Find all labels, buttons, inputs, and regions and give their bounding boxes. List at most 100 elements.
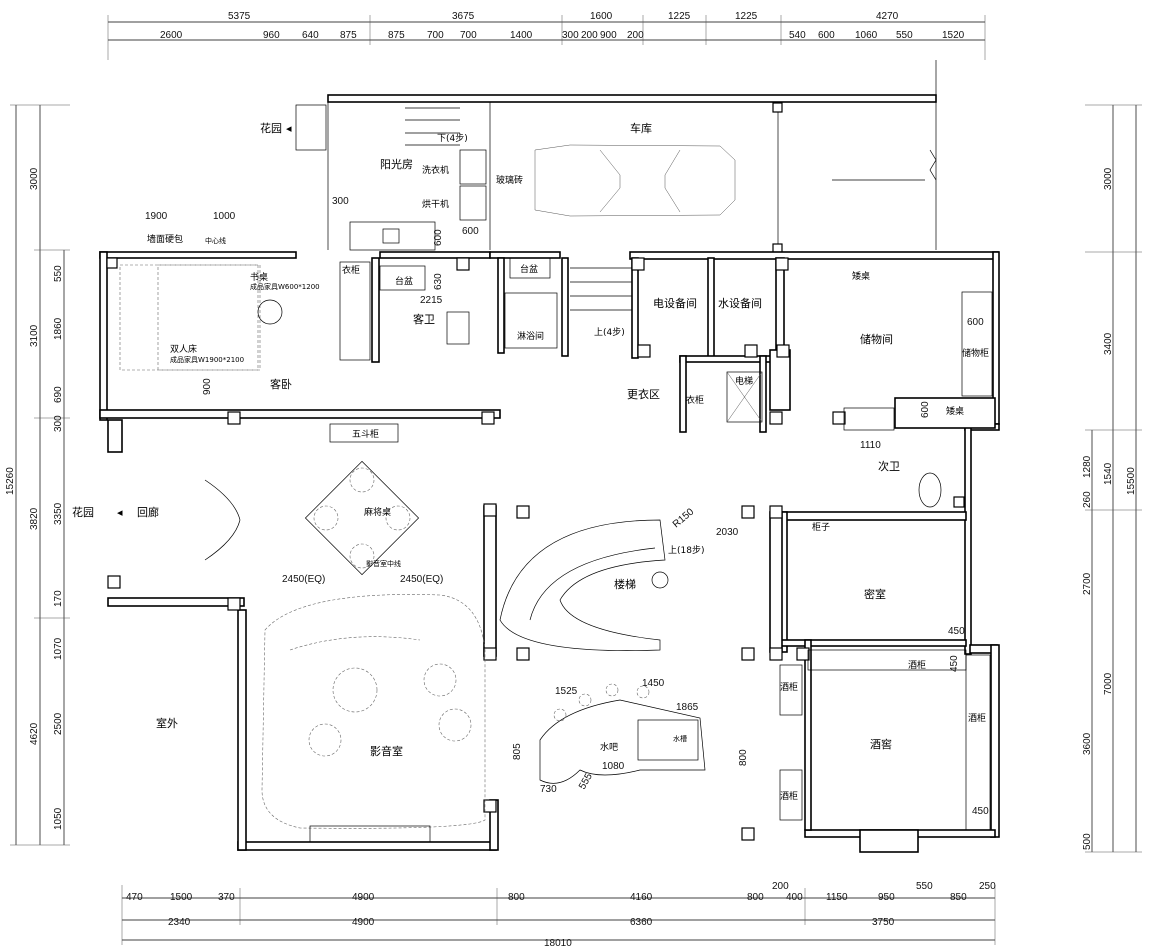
dim-int-1000: 1000: [213, 211, 236, 222]
dim-left-mid-2: 3100: [29, 324, 40, 347]
dim-top2-15: 1060: [855, 30, 878, 41]
label-garden-top: 花园: [260, 122, 282, 135]
dim-bot-1: 470: [126, 892, 143, 903]
dim-top-6: 4270: [876, 11, 899, 22]
label-basin2: 台盆: [520, 263, 538, 275]
dim-left-mid-3: 3820: [29, 507, 40, 530]
dim-bot-14: 250: [979, 881, 996, 892]
dim-right-in-1: 1280: [1082, 455, 1093, 478]
dim-top2-9: 300: [562, 30, 579, 41]
dim-left-in-4: 300: [53, 415, 64, 432]
dim-left-mid-1: 3000: [29, 167, 40, 190]
label-guest-bedroom: 客卧: [270, 377, 292, 391]
dim-bot-8: 200: [772, 881, 789, 892]
dim-int-900: 900: [202, 378, 213, 395]
dim-top2-1: 2600: [160, 30, 183, 41]
label-elevator: 电梯: [735, 375, 753, 387]
dim-top2-4: 875: [340, 30, 357, 41]
dim-int-600-store: 600: [967, 317, 984, 328]
label-elec-room: 电设备间: [653, 296, 697, 310]
dim-top2-3: 640: [302, 30, 319, 41]
label-dryer: 烘干机: [422, 198, 449, 210]
dim-int-1900: 1900: [145, 211, 168, 222]
label-wall-panel: 墙面硬包: [147, 233, 183, 245]
label-wine-cab2: 酒柜: [780, 681, 798, 693]
dim-right-mid-1: 3000: [1103, 167, 1114, 190]
columns: [106, 257, 965, 841]
dim-int-1865: 1865: [676, 702, 699, 713]
dim-bot-11: 950: [878, 892, 895, 903]
dim-left-in-3: 690: [53, 386, 64, 403]
label-stairs: 楼梯: [614, 577, 636, 591]
dim-bot-2: 1500: [170, 892, 193, 903]
furniture: [119, 104, 993, 843]
label-storage: 储物间: [860, 332, 893, 346]
dim-bot2-3: 6360: [630, 917, 653, 928]
dim-right-in-5: 500: [1082, 833, 1093, 850]
dim-top2-17: 1520: [942, 30, 965, 41]
dim-int-eq-right: 2450(EQ): [400, 574, 443, 585]
label-up-steps: 上(4步): [594, 327, 625, 338]
dim-top2-10: 200: [581, 30, 598, 41]
dim-top2-16: 550: [896, 30, 913, 41]
dim-left-in-7: 1070: [53, 637, 64, 660]
label-mahjong: 麻将桌: [364, 506, 391, 518]
label-short-table1: 矮桌: [852, 270, 870, 282]
dim-int-600-sun: 600: [462, 226, 479, 237]
label-basin1: 台盆: [395, 275, 413, 287]
label-stairs-up: 上(18步): [668, 545, 704, 556]
label-corridor: 回廊: [137, 505, 159, 519]
label-double-bed: 双人床: [170, 343, 197, 355]
dim-left-outer: 15260: [5, 467, 16, 495]
dim-int-1450: 1450: [642, 678, 665, 689]
dim-int-300: 300: [332, 196, 349, 207]
dim-left-in-6: 170: [53, 590, 64, 607]
dim-int-450-a: 450: [948, 626, 965, 637]
dim-int-2030: 2030: [716, 527, 739, 538]
dim-top2-5: 875: [388, 30, 405, 41]
label-water-room: 水设备间: [718, 296, 762, 310]
label-storage-cabinet: 储物柜: [962, 347, 989, 359]
label-changing: 更衣区: [627, 387, 660, 401]
dim-left-in-9: 1050: [53, 807, 64, 830]
dim-left-in-5: 3350: [53, 502, 64, 525]
dim-int-630: 630: [433, 273, 444, 290]
label-short-table2: 矮桌: [946, 405, 964, 417]
label-centerline: 中心线: [205, 236, 226, 245]
dim-right-in-3: 2700: [1082, 572, 1093, 595]
dim-top2-2: 960: [263, 30, 280, 41]
label-bar: 水吧: [600, 741, 618, 753]
label-garage: 车库: [630, 121, 652, 135]
dim-bot-3: 370: [218, 892, 235, 903]
dim-bot-6: 4160: [630, 892, 653, 903]
dim-int-800: 800: [738, 749, 749, 766]
dim-bot-10: 1150: [826, 892, 848, 903]
dim-int-805: 805: [512, 743, 523, 760]
label-garden-left: 花园: [72, 506, 94, 519]
dim-int-2215: 2215: [420, 295, 443, 306]
dim-int-1080: 1080: [602, 761, 625, 772]
label-sink: 水槽: [673, 734, 687, 743]
dim-int-600-bath: 600: [920, 401, 931, 418]
dim-top2-11: 900: [600, 30, 617, 41]
dim-int-730: 730: [540, 784, 557, 795]
dim-int-450-c: 450: [972, 806, 989, 817]
dim-right-in-4: 3600: [1082, 732, 1093, 755]
label-desk: 书桌: [250, 271, 268, 283]
label-wine-cab3: 酒柜: [968, 712, 986, 724]
arrow-icon: ◂: [286, 122, 292, 135]
dim-right-mid-3: 1540: [1103, 462, 1114, 485]
label-washer: 洗衣机: [422, 164, 449, 176]
arrow-icon: ◂: [117, 506, 123, 519]
dim-bot-4: 4900: [352, 892, 375, 903]
dim-int-r150: R150: [671, 506, 697, 530]
label-cabinet: 柜子: [812, 521, 830, 533]
label-desk-note: 成品家具W600*1200: [250, 282, 320, 291]
label-theater-centerline: 影音室中线: [366, 559, 401, 568]
label-chest: 五斗柜: [352, 428, 379, 440]
label-glass-brick: 玻璃砖: [496, 174, 523, 186]
label-second-bath: 次卫: [878, 459, 900, 473]
dim-right-in-2: 260: [1082, 491, 1093, 508]
dim-top2-7: 700: [460, 30, 477, 41]
